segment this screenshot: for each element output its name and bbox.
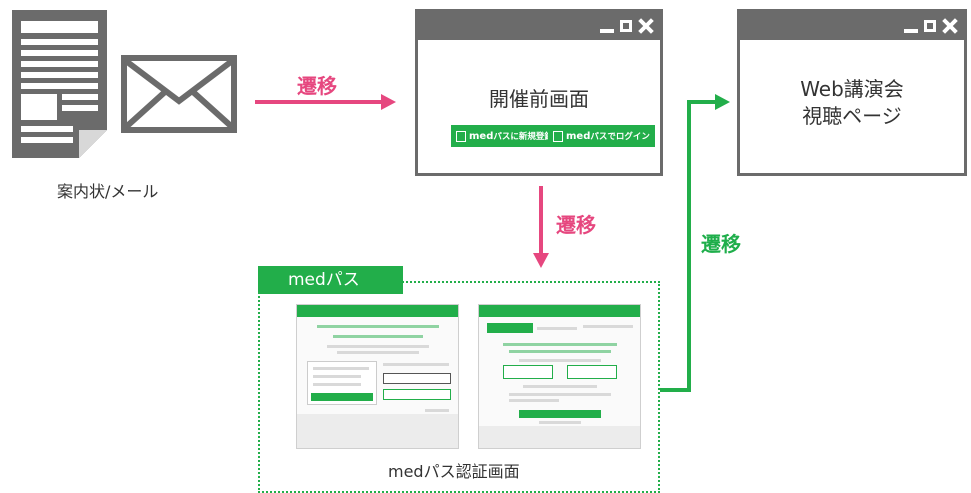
pre-event-window: 開催前画面 med パスに新規登録 med パスでログイン (415, 9, 663, 176)
login-brand: med (566, 130, 591, 142)
viewing-title-line2: 視聴ページ (802, 104, 902, 128)
viewing-title-line1: Web講演会 (800, 77, 904, 101)
book-icon (456, 130, 466, 142)
register-button[interactable]: med パスに新規登録 (451, 125, 558, 147)
med-pass-tab: medパス (258, 266, 403, 294)
book-icon (553, 130, 563, 142)
invitation-caption: 案内状/メール (57, 182, 159, 201)
transition-label-1: 遷移 (297, 74, 337, 98)
envelope-icon (121, 55, 237, 133)
green-arrow-up (660, 94, 730, 392)
pink-arrow-right (255, 94, 396, 110)
pre-event-title: 開催前画面 (489, 87, 589, 111)
login-button[interactable]: med パスでログイン (548, 125, 655, 147)
minimize-icon[interactable] (904, 29, 918, 33)
minimize-icon[interactable] (600, 29, 614, 33)
register-screen-thumbnail (478, 304, 641, 449)
login-screen-thumbnail (296, 304, 459, 449)
med-pass-caption: medパス認証画面 (388, 462, 520, 481)
window-titlebar (418, 12, 660, 40)
transition-label-2: 遷移 (556, 213, 596, 237)
document-icon (12, 10, 107, 158)
window-titlebar (740, 12, 964, 40)
maximize-icon[interactable] (620, 20, 632, 32)
transition-label-3: 遷移 (701, 232, 741, 256)
viewing-window: Web講演会 視聴ページ (737, 9, 967, 176)
pink-arrow-down (533, 186, 549, 268)
register-text: パスに新規登録 (493, 132, 553, 142)
register-brand: med (469, 130, 494, 142)
close-icon[interactable] (942, 18, 958, 34)
close-icon[interactable] (638, 18, 654, 34)
maximize-icon[interactable] (924, 20, 936, 32)
login-text: パスでログイン (590, 132, 650, 142)
